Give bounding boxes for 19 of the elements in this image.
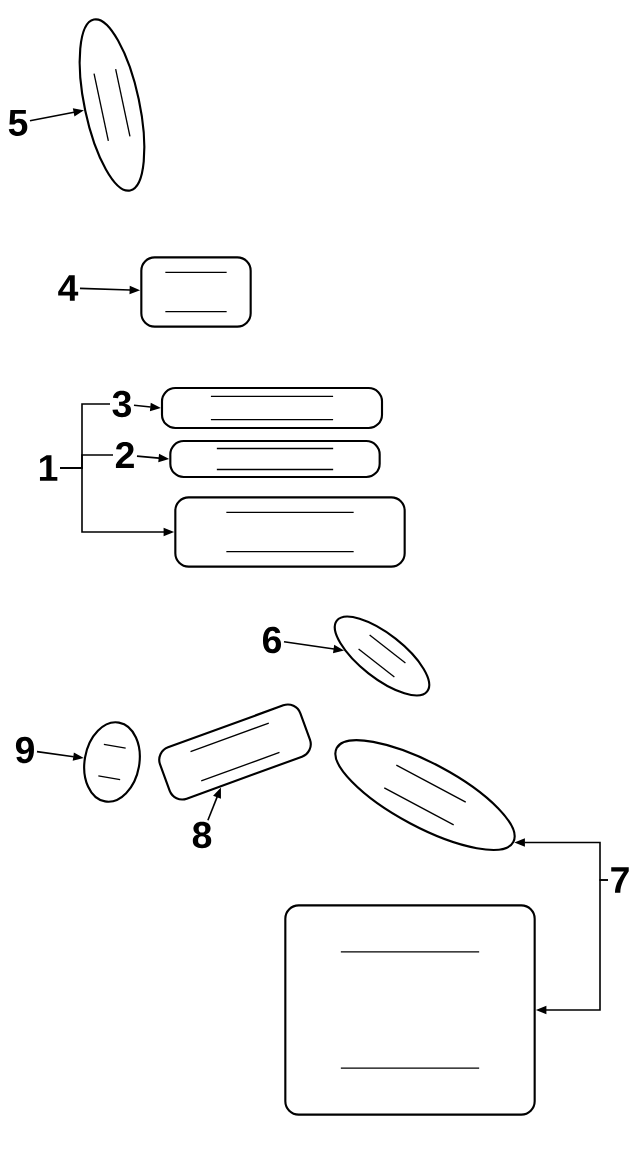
air-flow-meter-drawing: [140, 256, 252, 328]
hose-drawing: [78, 18, 146, 192]
gasket-drawing: [83, 721, 141, 803]
callout-number: 4: [58, 275, 79, 301]
intake-duct-drawing: [189, 722, 281, 782]
air-pipe-drawing: [334, 739, 516, 851]
callout-number: 5: [8, 110, 28, 136]
callout-number: 1: [39, 455, 58, 481]
callout-number: 7: [611, 867, 629, 893]
hose-drawing: [333, 615, 431, 697]
callout-number: 8: [192, 821, 212, 849]
resonator-drawing: [284, 904, 536, 1116]
filter-element-drawing: [169, 439, 381, 479]
air-cleaner-case-drawing: [174, 496, 406, 568]
callout-number: 3: [112, 390, 131, 418]
callout-number: 6: [263, 626, 282, 654]
callout-number: 9: [15, 736, 34, 764]
callout-number: 2: [115, 442, 134, 469]
air-cleaner-cover-drawing: [160, 386, 384, 430]
